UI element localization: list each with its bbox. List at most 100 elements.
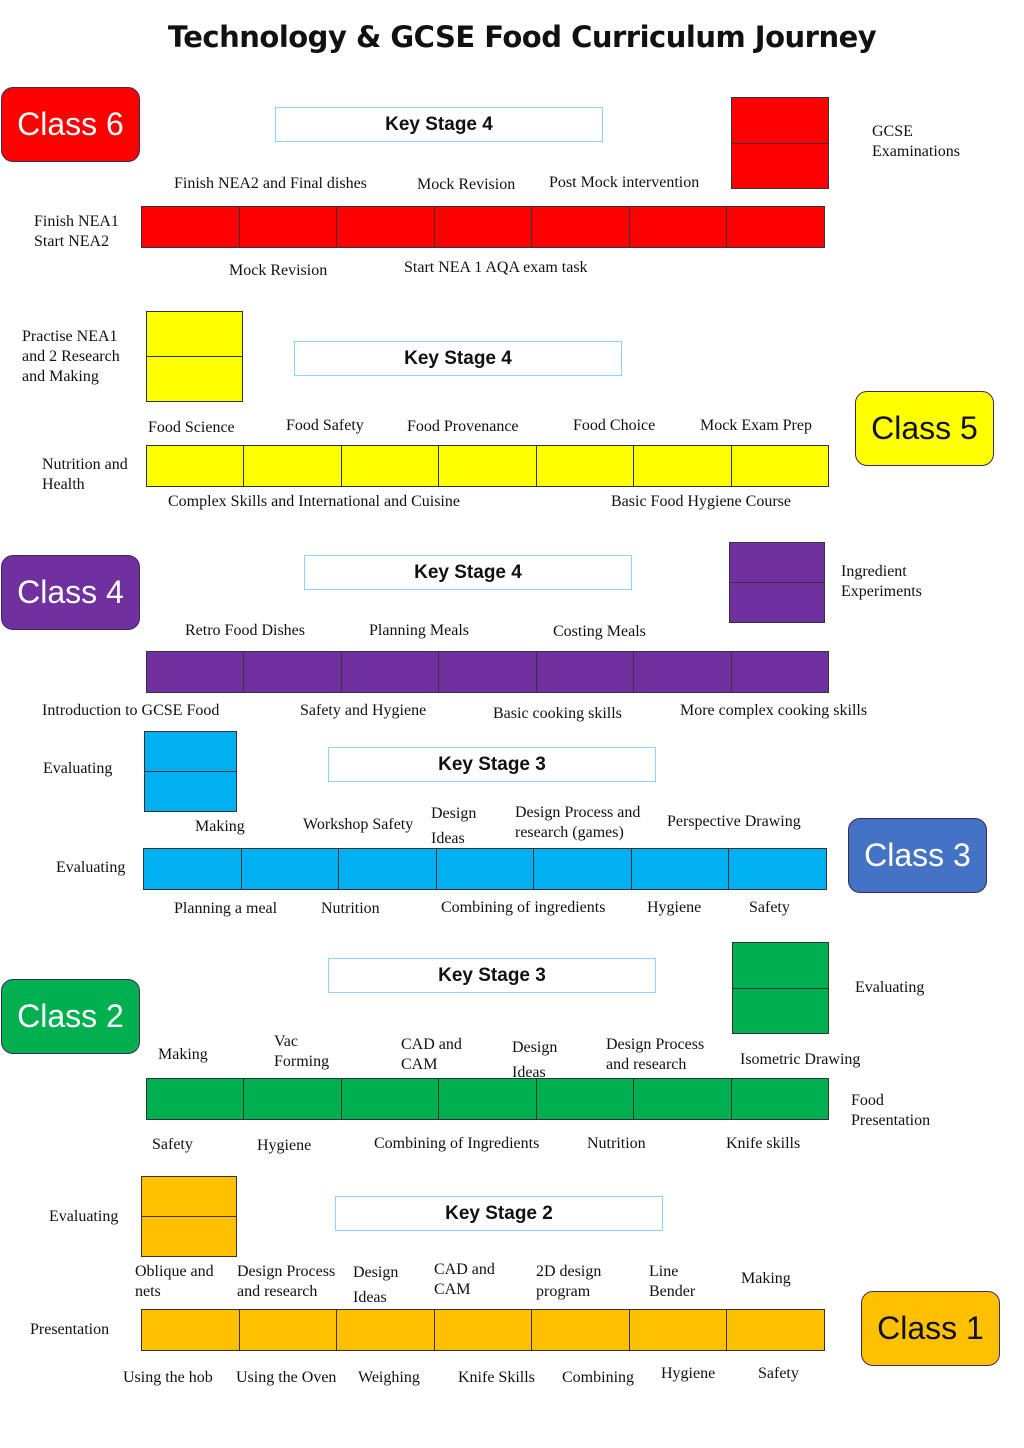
topic-label: Finish NEA2 and Final dishes: [174, 175, 367, 192]
project-block: [729, 542, 825, 623]
left-label: Evaluating: [56, 859, 126, 876]
bar-segment: [342, 1079, 440, 1119]
topic-label: Nutrition: [587, 1135, 646, 1152]
topic-label: Combining: [562, 1369, 635, 1386]
bar-segment: [534, 849, 632, 889]
topic-label: Design Process and research (games): [515, 804, 641, 841]
bar-segment: [147, 446, 245, 486]
timeline-bar: [146, 651, 829, 693]
bar-segment: [142, 207, 240, 247]
topic-label: Knife skills: [726, 1135, 801, 1152]
topic-label: Design Ideas: [431, 805, 477, 847]
topic-label: Introduction to GCSE Food: [42, 702, 220, 719]
topic-label: Line Bender: [649, 1263, 696, 1300]
topic-label: Safety: [152, 1136, 193, 1153]
bar-segment: [732, 1079, 828, 1119]
topic-label: More complex cooking skills: [680, 702, 868, 719]
topic-label: Design Process and research: [237, 1263, 336, 1300]
timeline-bar: [143, 848, 827, 890]
right-label: Food Presentation: [851, 1092, 931, 1129]
key-stage-label: Key Stage 3: [328, 958, 656, 993]
bar-segment: [144, 849, 242, 889]
topic-label: Isometric Drawing: [740, 1051, 861, 1068]
topic-label: Combining of Ingredients: [374, 1135, 540, 1152]
left-label: Finish NEA1 Start NEA2: [34, 213, 119, 250]
topic-label: Making: [195, 818, 245, 835]
left-label: Nutrition and Health: [42, 456, 128, 493]
topic-label: CAD and CAM: [401, 1036, 462, 1073]
topic-label: Safety: [749, 899, 790, 916]
topic-label: Weighing: [358, 1369, 420, 1386]
key-stage-label: Key Stage 2: [335, 1196, 663, 1231]
class-3-badge: Class 3: [848, 818, 987, 893]
topic-label: Post Mock intervention: [549, 174, 700, 191]
bar-segment: [537, 1079, 635, 1119]
bar-segment: [244, 652, 342, 692]
bar-segment: [342, 652, 440, 692]
topic-label: Using the Oven: [236, 1369, 337, 1386]
topic-label: Safety: [758, 1365, 799, 1382]
bar-segment: [147, 652, 245, 692]
topic-label: Hygiene: [647, 899, 702, 916]
bar-segment: [439, 446, 537, 486]
bar-segment: [634, 446, 732, 486]
topic-label: Costing Meals: [553, 623, 646, 640]
project-block: [146, 311, 243, 402]
page-title: Technology & GCSE Food Curriculum Journe…: [167, 20, 877, 54]
bar-segment: [244, 446, 342, 486]
bar-segment: [630, 1310, 728, 1350]
bar-segment: [630, 207, 728, 247]
topic-label: Knife Skills: [458, 1369, 535, 1386]
project-block: [141, 1176, 237, 1257]
bar-segment: [435, 207, 533, 247]
topic-label: Using the hob: [123, 1369, 213, 1386]
topic-label: Mock Revision: [417, 176, 516, 193]
exam-block: [731, 97, 829, 189]
side-note: Practise NEA1 and 2 Research and Making: [22, 328, 120, 385]
project-block: [732, 942, 829, 1034]
key-stage-label: Key Stage 4: [275, 107, 603, 142]
class-6-badge: Class 6: [1, 87, 140, 162]
topic-label: Hygiene: [257, 1137, 312, 1154]
bar-segment: [142, 1310, 240, 1350]
side-note: Ingredient Experiments: [841, 563, 922, 600]
topic-label: Food Science: [148, 419, 235, 436]
project-block: [144, 731, 237, 812]
timeline-bar: [141, 1309, 825, 1351]
bar-segment: [439, 1079, 537, 1119]
key-stage-label: Key Stage 4: [304, 555, 632, 590]
bar-segment: [732, 652, 828, 692]
key-stage-label: Key Stage 3: [328, 747, 656, 782]
topic-label: CAD and CAM: [434, 1261, 495, 1298]
bar-segment: [537, 652, 635, 692]
bar-segment: [337, 1310, 435, 1350]
topic-label: Nutrition: [321, 900, 380, 917]
topic-label: Making: [158, 1046, 208, 1063]
bar-segment: [339, 849, 437, 889]
class-5-badge: Class 5: [855, 391, 994, 466]
bar-segment: [532, 207, 630, 247]
bar-segment: [244, 1079, 342, 1119]
topic-label: Combining of ingredients: [441, 899, 606, 916]
bar-segment: [240, 207, 338, 247]
bar-segment: [732, 446, 828, 486]
topic-label: Basic cooking skills: [493, 705, 622, 722]
bar-segment: [727, 207, 824, 247]
bar-segment: [337, 207, 435, 247]
bar-segment: [147, 1079, 245, 1119]
class-4-badge: Class 4: [1, 555, 140, 630]
timeline-bar: [141, 206, 825, 248]
bar-segment: [729, 849, 826, 889]
topic-label: Safety and Hygiene: [300, 702, 427, 719]
topic-label: Design Ideas: [353, 1264, 399, 1306]
topic-label: Workshop Safety: [303, 816, 414, 833]
timeline-bar: [146, 445, 829, 487]
bar-segment: [537, 446, 635, 486]
side-note: GCSE Examinations: [872, 123, 960, 160]
topic-label: Design Ideas: [512, 1039, 558, 1081]
topic-label: Food Safety: [286, 417, 364, 434]
bar-segment: [634, 652, 732, 692]
bar-segment: [242, 849, 340, 889]
side-note: Evaluating: [855, 979, 925, 996]
topic-label: Basic Food Hygiene Course: [611, 493, 791, 510]
